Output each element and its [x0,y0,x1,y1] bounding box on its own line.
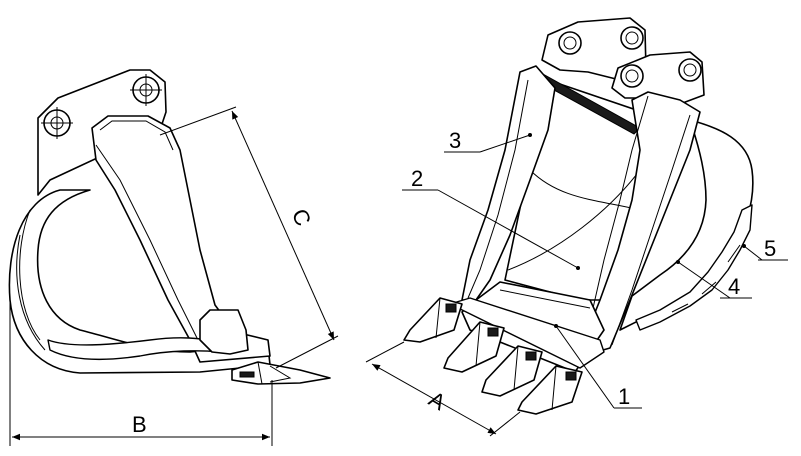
mount-pin-hole-3 [620,64,644,88]
side-view-bucket [8,69,331,385]
dimension-b-label: B [132,412,147,437]
tooth-1 [403,297,463,343]
perspective-view-bucket [403,17,754,415]
callout-5: 5 [742,236,788,261]
callout-1-label: 1 [618,384,630,409]
callout-3: 3 [444,128,532,153]
callout-2-label: 2 [411,166,423,191]
callout-1: 1 [554,324,642,409]
callout-4: 4 [676,260,752,299]
dimension-a-label: A [425,386,450,415]
tooth-4 [517,365,583,415]
callout-2: 2 [402,166,580,270]
dimension-c: C [159,106,339,369]
mount-pin-hole-1 [558,31,582,55]
mount-pin-hole-4 [678,58,702,82]
callout-3-label: 3 [449,128,461,153]
mount-pin-hole-2 [620,26,644,50]
side-heel-plate [199,309,249,355]
callout-5-label: 5 [764,236,776,261]
dimension-b: B [9,300,273,446]
callout-4-label: 4 [728,274,740,299]
dimension-c-label: C [287,205,316,230]
